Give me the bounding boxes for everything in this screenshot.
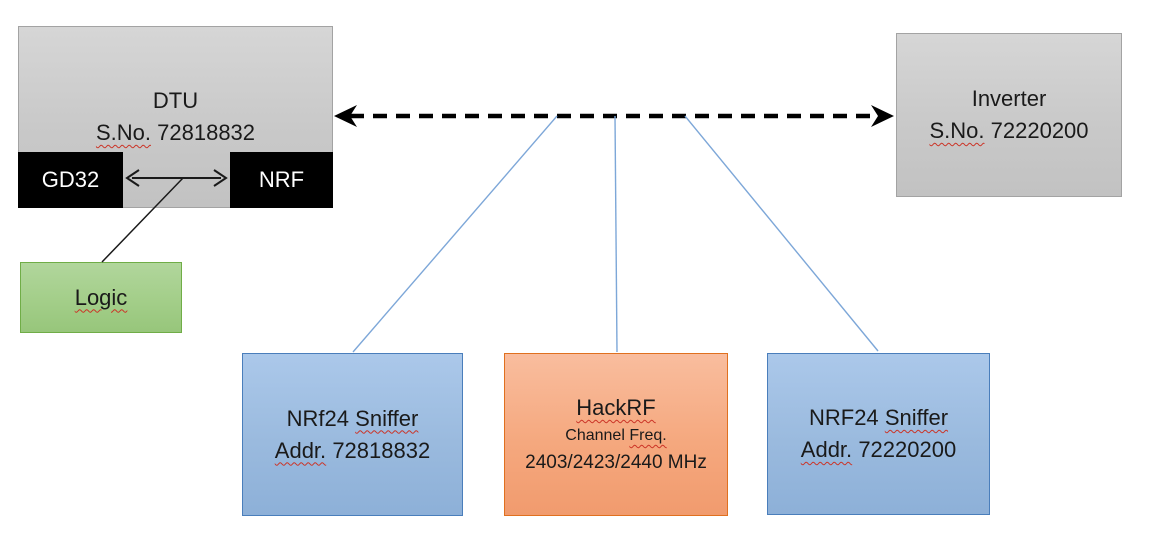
hackrf-title: HackRF <box>576 395 656 420</box>
hackrf-frequencies: 2403/2423/2440 MHz <box>525 452 707 473</box>
sniffer-right-addr-value: 72220200 <box>858 437 957 462</box>
dtu-title: DTU <box>152 88 199 113</box>
sniffer-right-name-word: Sniffer <box>884 405 949 430</box>
gd32-chip: GD32 <box>18 152 123 208</box>
sniffer-right-addr-line: Addr.72220200 <box>801 434 956 466</box>
sniffer-right-name-prefix: NRF24 <box>808 405 879 430</box>
sniffer-left-addr-label: Addr. <box>274 437 327 463</box>
logic-label: Logic <box>74 284 128 310</box>
tap-line-sniffer-right <box>684 115 879 352</box>
rf-link-arrowhead-right-icon <box>871 105 894 127</box>
nrf-chip: NRF <box>230 152 333 208</box>
hackrf-freq-word: Freq. <box>629 427 667 444</box>
dtu-sno-label: S.No. <box>95 120 151 145</box>
logic-box: Logic <box>20 262 182 333</box>
sniffer-left-addr-value: 72818832 <box>332 437 431 463</box>
tap-line-sniffer-left <box>352 115 558 353</box>
rf-link-arrowhead-left-icon <box>334 105 357 127</box>
inverter-serial-number: 72220200 <box>990 118 1089 143</box>
hackrf-channel-word: Channel <box>565 427 625 444</box>
inverter-sno-label: S.No. <box>929 118 985 143</box>
sniffer-left-name-word: Sniffer <box>355 405 419 431</box>
dtu-serial-line: S.No.72818832 <box>96 117 255 149</box>
hackrf-title-line: HackRF <box>576 393 655 423</box>
inverter-box: Inverter S.No.72220200 <box>896 33 1122 197</box>
dtu-serial-number: 72818832 <box>157 120 256 145</box>
gd32-label: GD32 <box>41 167 100 192</box>
sniffer-left-name-prefix: NRf24 <box>286 405 349 431</box>
sniffer-right-addr-label: Addr. <box>800 437 853 462</box>
logic-label-line: Logic <box>75 282 128 314</box>
tap-line-hackrf <box>614 115 618 353</box>
sniffer-left-addr-line: Addr.72818832 <box>275 435 430 467</box>
inverter-serial-line: S.No.72220200 <box>929 115 1088 147</box>
nrf-label: NRF <box>258 167 305 192</box>
inverter-title: Inverter <box>971 86 1047 111</box>
